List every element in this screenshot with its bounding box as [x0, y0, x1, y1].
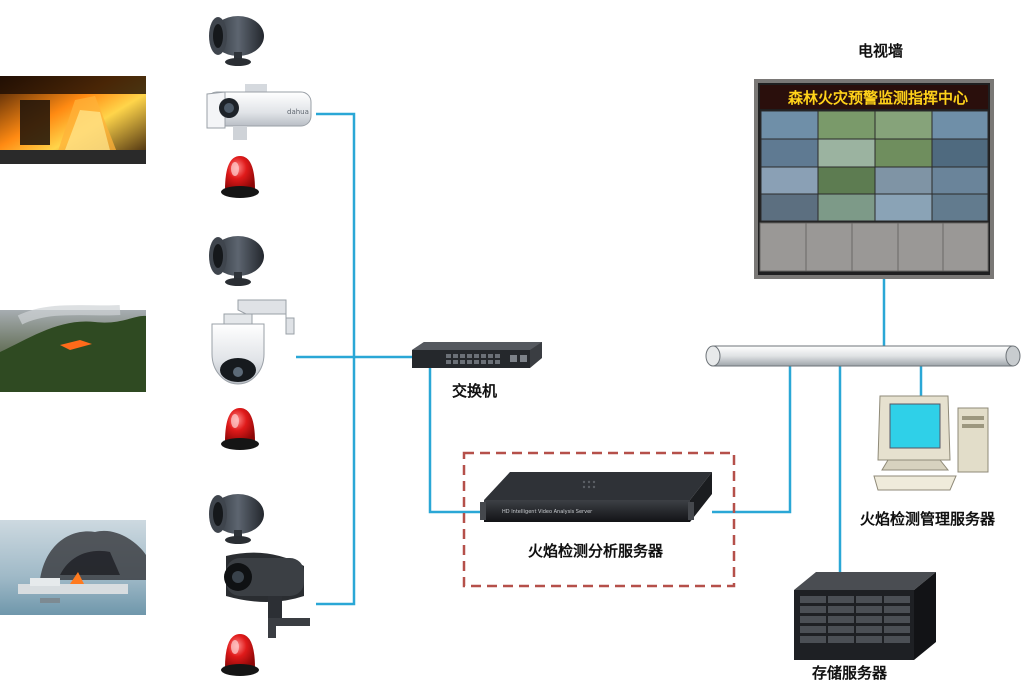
forest-fire-photo [0, 305, 146, 392]
tunnel-fire-photo [0, 76, 146, 164]
ir-bullet-camera-icon [224, 552, 310, 638]
alarm-light-icon [221, 634, 259, 676]
video-wall-icon: 森林火灾预警监测指挥中心 [754, 79, 994, 279]
ship-fire-photo [0, 520, 146, 615]
analysis-server-dashed-box [462, 451, 736, 588]
storage-server-label: 存储服务器 [812, 664, 888, 682]
storage-server-icon [794, 572, 936, 660]
management-server-label: 火焰检测管理服务器 [860, 510, 996, 528]
horn-speaker-icon [209, 16, 264, 66]
analysis-server-label: 火焰检测分析服务器 [528, 542, 664, 560]
network-switch-icon [412, 342, 542, 368]
alarm-light-icon [221, 408, 259, 450]
network-backbone-pipe [705, 345, 1021, 367]
switch-label: 交换机 [452, 382, 498, 400]
bullet-camera-icon: dahua [206, 84, 312, 140]
network-lines [296, 112, 923, 606]
analysis-to-backbone-link [712, 366, 792, 514]
analysis-server-badge: HD Intelligent Video Analysis Server [502, 509, 593, 515]
switch-to-analysis-link [428, 368, 487, 514]
svg-text:dahua: dahua [287, 108, 309, 116]
alarm-light-icon [221, 156, 259, 198]
desktop-computer-icon [873, 395, 989, 491]
horn-speaker-icon [209, 236, 264, 286]
horn-speaker-icon [209, 494, 264, 544]
video-wall-label: 电视墙 [858, 42, 904, 60]
rack-server-icon: HD Intelligent Video Analysis Server [480, 472, 712, 522]
wall-banner [760, 85, 988, 109]
camera-bus-line [316, 112, 356, 606]
dome-ptz-camera-icon [211, 299, 295, 385]
wall-banner-text: 森林火灾预警监测指挥中心 [788, 89, 968, 107]
